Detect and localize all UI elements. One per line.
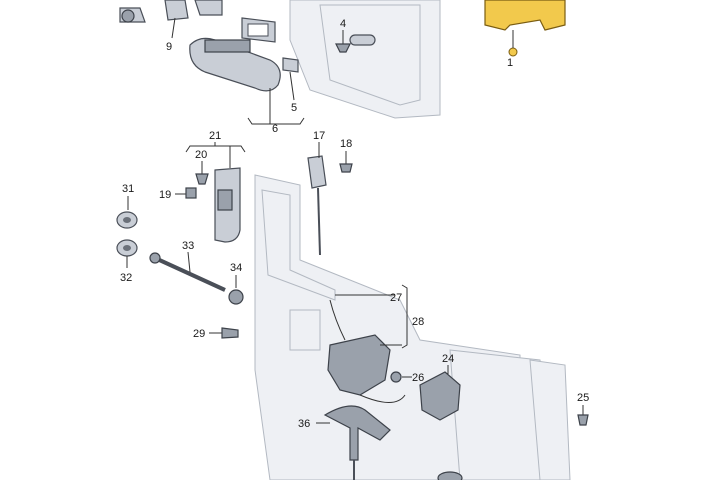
callout-1: 1 — [507, 57, 513, 69]
bracket-6 — [247, 117, 305, 125]
door-slot — [349, 34, 376, 46]
callout-25: 25 — [577, 392, 589, 404]
screw-18 — [339, 163, 353, 173]
callout-34: 34 — [230, 262, 242, 274]
washer-31-hole — [123, 217, 131, 223]
bottom-part — [437, 471, 463, 480]
leader-9 — [171, 17, 176, 39]
handle-grip — [217, 189, 233, 211]
bolt-33-head — [149, 252, 161, 264]
screw-25 — [577, 414, 589, 426]
clip-19 — [185, 187, 197, 199]
callout-19: 19 — [159, 189, 171, 201]
cable-link — [359, 394, 406, 403]
callout-4: 4 — [340, 18, 346, 30]
callout-28: 28 — [412, 316, 424, 328]
callout-17: 17 — [313, 130, 325, 142]
bolt-part — [121, 9, 135, 23]
bracket-36 — [323, 405, 391, 461]
screw-4 — [335, 43, 351, 53]
clip-26 — [390, 371, 402, 383]
actuator-24 — [419, 371, 461, 421]
handle-cap — [282, 57, 299, 73]
callout-21: 21 — [209, 130, 221, 142]
leader-33 — [187, 251, 191, 273]
door-cutout — [289, 309, 321, 351]
callout-18: 18 — [340, 138, 352, 150]
callout-9: 9 — [166, 41, 172, 53]
callout-31: 31 — [122, 183, 134, 195]
nut-34 — [228, 289, 244, 305]
screw-29 — [221, 327, 239, 339]
mount-part — [194, 0, 223, 16]
washer-32-hole — [123, 245, 131, 251]
callout-29: 29 — [193, 328, 205, 340]
callout-36: 36 — [298, 418, 310, 430]
lock-rod — [317, 187, 321, 256]
screw-20 — [195, 173, 209, 185]
callout-20: 20 — [195, 149, 207, 161]
latch-assembly-highlighted — [484, 0, 566, 31]
callout-33: 33 — [182, 240, 194, 252]
door-inner-rib — [261, 189, 336, 301]
callout-27: 27 — [390, 292, 402, 304]
leader-5 — [289, 71, 295, 101]
lock-mechanism — [327, 334, 391, 396]
callout-24: 24 — [442, 353, 454, 365]
cable-27 — [329, 299, 346, 341]
bracket-28 — [401, 284, 408, 349]
handle-insert — [204, 39, 251, 53]
clip-part — [164, 0, 189, 21]
pillar-frame — [529, 359, 571, 480]
callout-6: 6 — [272, 123, 278, 135]
gasket-hole — [247, 23, 269, 37]
callout-5: 5 — [291, 102, 297, 114]
callout-26: 26 — [412, 372, 424, 384]
bolt-33 — [154, 256, 226, 292]
lock-knob — [307, 155, 327, 189]
upper-door-inner — [319, 4, 421, 106]
callout-1-marker — [508, 47, 518, 57]
callout-32: 32 — [120, 272, 132, 284]
